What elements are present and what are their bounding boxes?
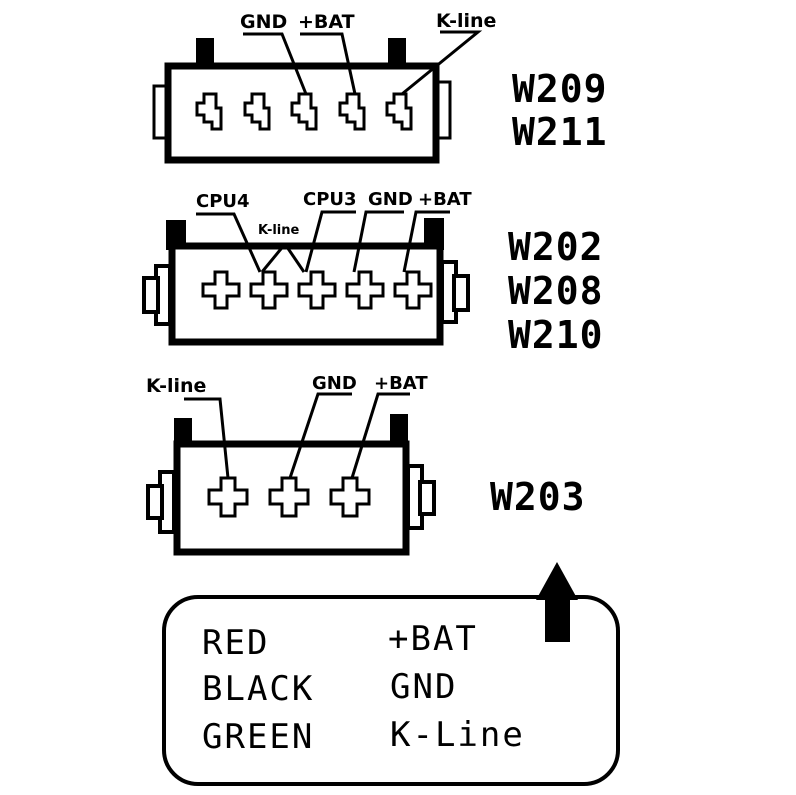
pin-cross — [345, 270, 385, 310]
model-label: W203 — [490, 475, 586, 519]
arrow-up-icon — [536, 562, 578, 642]
pin-label-cpu4: CPU4 — [196, 191, 250, 212]
legend-color-red: RED — [202, 623, 269, 663]
pin-label-bat: +BAT — [418, 189, 472, 210]
wire-color-legend: RED +BAT BLACK GND GREEN K-Line — [162, 562, 620, 786]
connector-middle: CPU4 K-line CPU3 GND +BAT — [142, 189, 472, 346]
pin-label-kline: K-line — [436, 10, 496, 32]
model-label: W202 — [508, 225, 604, 269]
model-label: W209 — [512, 67, 608, 111]
legend-color-black: BLACK — [202, 669, 314, 709]
pin-flag — [385, 92, 413, 131]
pin-label-gnd: GND — [240, 11, 287, 33]
connector-bottom: K-line GND +BAT — [146, 373, 436, 556]
pin-flag — [338, 92, 366, 131]
pin-cross — [297, 270, 337, 310]
legend-signal-bat: +BAT — [388, 619, 478, 659]
pin-label-kline: K-line — [146, 375, 206, 397]
connector-top: GND +BAT K-line — [152, 10, 496, 164]
pin-cross — [201, 270, 241, 310]
pin-cross — [207, 476, 249, 518]
pin-label-gnd: GND — [312, 373, 357, 394]
pin-flag — [290, 92, 318, 131]
pin-flag — [195, 92, 223, 131]
pin-label-bat: +BAT — [374, 373, 428, 394]
model-label: W208 — [508, 269, 604, 313]
legend-signal-kline: K-Line — [390, 715, 525, 755]
pin-label-bat: +BAT — [298, 11, 355, 33]
pin-cross — [393, 270, 433, 310]
pin-cross — [329, 476, 371, 518]
legend-signal-gnd: GND — [390, 667, 457, 707]
pin-label-kline: K-line — [258, 223, 300, 238]
pin-label-cpu3: CPU3 — [303, 189, 357, 210]
model-label: W211 — [512, 110, 608, 154]
pin-label-gnd: GND — [368, 189, 413, 210]
legend-color-green: GREEN — [202, 717, 314, 757]
pin-flag — [243, 92, 271, 131]
model-label: W210 — [508, 313, 604, 357]
pin-cross — [268, 476, 310, 518]
